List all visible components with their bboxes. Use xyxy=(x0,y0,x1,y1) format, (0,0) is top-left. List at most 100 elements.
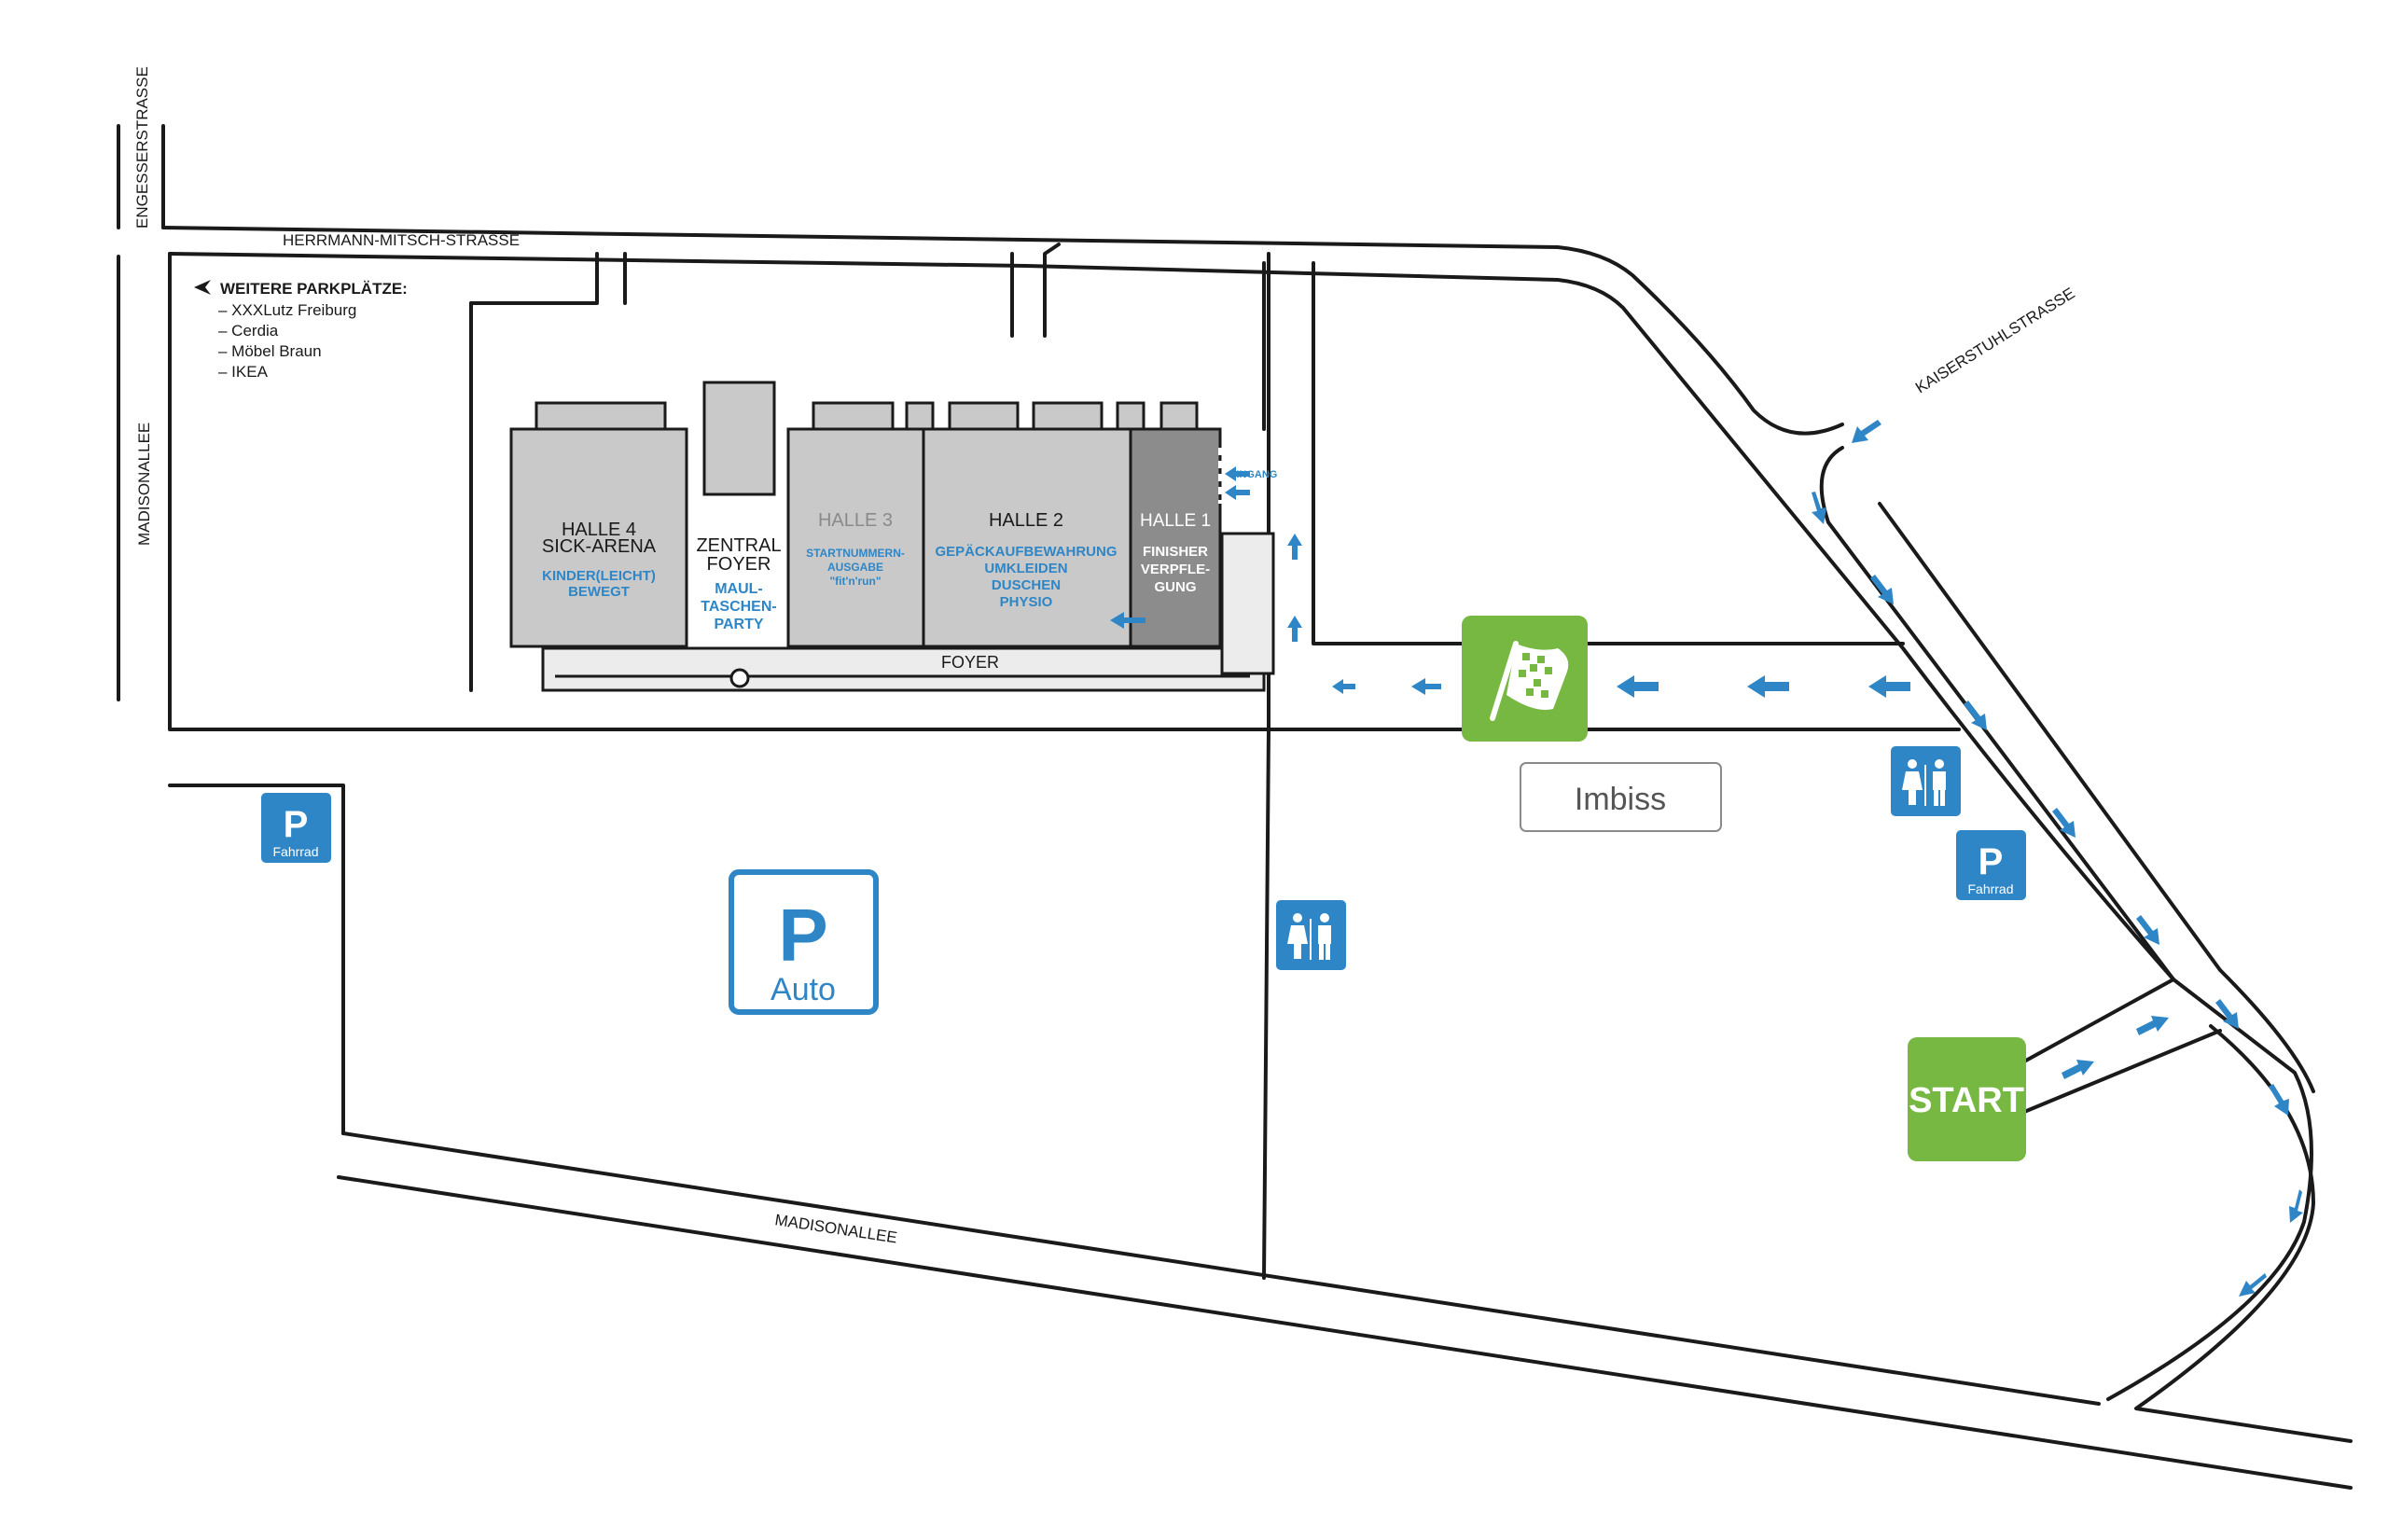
wc-sign-center xyxy=(1276,900,1346,970)
halle3-title: HALLE 3 xyxy=(818,510,893,531)
halle1 xyxy=(1129,427,1222,648)
arrow-down-left-icon xyxy=(2239,1273,2267,1297)
halle3-sub3: "fit'n'run" xyxy=(829,575,881,588)
parking-bike-right-label: Fahrrad xyxy=(1967,881,2013,896)
halle4-sub2: BEWEGT xyxy=(568,584,630,600)
arrow-up-right-icon xyxy=(2136,1016,2169,1035)
course-arrows xyxy=(1110,420,2303,1297)
arrow-left-icon xyxy=(1332,679,1355,694)
wc-center-icon xyxy=(1287,913,1331,960)
parking-bike-right-letter: P xyxy=(1978,841,2004,882)
wc-right-icon xyxy=(1902,759,1946,806)
start-sign: START xyxy=(1908,1037,2026,1161)
arrow-left-icon xyxy=(1411,678,1441,695)
wc-sign-right xyxy=(1891,746,1961,816)
start-sign-bg xyxy=(1908,1037,2026,1161)
zentral-tower xyxy=(702,381,776,496)
zentral-title2: FOYER xyxy=(707,554,771,575)
arrow-left-icon xyxy=(1868,675,1910,698)
halle1-sub2: VERPFLE- xyxy=(1141,562,1210,577)
arrow-up-right-icon xyxy=(2062,1060,2094,1079)
halle3-sub2: AUSGABE xyxy=(827,561,883,574)
parking-bike-left-letter: P xyxy=(284,804,309,845)
finish-sign xyxy=(1462,616,1588,742)
zentral-sub2: TASCHEN- xyxy=(701,599,776,615)
engesser-label: ENGESSERSTRASSE xyxy=(133,66,151,229)
parking-note-arrow-icon xyxy=(194,280,211,295)
parking-divider-line xyxy=(1262,728,1270,1280)
arrow-down-right-icon xyxy=(2052,808,2076,838)
halle4-sub1: KINDER(LEICHT) xyxy=(542,568,656,584)
arrow-left-icon xyxy=(1225,485,1250,500)
halle2-sub4: PHYSIO xyxy=(1000,594,1053,610)
parking-auto-label: Auto xyxy=(771,972,836,1007)
venue-block-outline xyxy=(168,252,1270,731)
halle2-annex-small xyxy=(1116,401,1145,431)
parking-auto-sign: P Auto xyxy=(729,869,879,1015)
parking-note-item: – Cerdia xyxy=(218,322,279,340)
halle3-annex-small xyxy=(905,401,935,431)
parking-note: WEITERE PARKPLÄTZE: – XXXLutz Freiburg –… xyxy=(194,280,408,381)
foyer-label: FOYER xyxy=(941,653,999,672)
imbiss-frame xyxy=(1520,762,1722,832)
halle2-sub1: GEPÄCKAUFBEWAHRUNG xyxy=(936,544,1118,560)
arrow-up-icon xyxy=(1287,534,1302,560)
arrow-left-icon xyxy=(1110,612,1145,629)
parking-bike-sign-left: P Fahrrad xyxy=(261,793,331,863)
arrow-down-right-icon xyxy=(2136,915,2159,945)
arrow-down-left-icon xyxy=(1852,420,1881,443)
parking-note-item: – IKEA xyxy=(218,363,269,381)
finish-area-outline xyxy=(1312,261,1905,645)
arrow-down-right-icon xyxy=(2215,999,2239,1029)
parking-bike-sign-right: P Fahrrad xyxy=(1956,830,2026,900)
halle1-sub3: GUNG xyxy=(1155,579,1197,595)
halle2 xyxy=(922,427,1132,648)
foyer-strip xyxy=(541,646,1266,692)
start-lane-lower xyxy=(2022,1029,2222,1114)
halle3 xyxy=(786,427,925,648)
imbiss-sign: Imbiss xyxy=(1520,762,1722,832)
kaiserstuhl-label: KAISERSTUHLSTRASSE xyxy=(1912,284,2078,397)
parking-auto-frame xyxy=(729,869,879,1015)
arrow-up-icon xyxy=(1287,616,1302,642)
halle3-sub1: STARTNUMMERN- xyxy=(806,547,905,560)
street-lines xyxy=(117,124,2353,1490)
hall-labels: HALLE 4 SICK-ARENA KINDER(LEICHT) BEWEGT… xyxy=(542,469,1277,672)
checkered-flag-icon xyxy=(1490,641,1569,721)
halle4 xyxy=(509,427,688,648)
halle1-annex xyxy=(1220,532,1275,675)
halle1-title: HALLE 1 xyxy=(1140,511,1211,531)
halle3-annex xyxy=(812,401,895,431)
zentral-sub3: PARTY xyxy=(714,617,763,632)
halle2-sub3: DUSCHEN xyxy=(992,577,1061,593)
arrow-left-icon xyxy=(1225,466,1250,481)
herrmann-label: HERRMANN-MITSCH-STRASSE xyxy=(283,231,520,249)
foyer-pillar xyxy=(729,668,750,688)
herrmann-inner-line xyxy=(168,252,2175,981)
parking-note-item: – Möbel Braun xyxy=(218,342,322,360)
parking-outline xyxy=(168,784,345,1135)
arrow-left-icon xyxy=(1617,675,1659,698)
arrow-down-icon xyxy=(2289,1189,2303,1223)
halle4-title1: HALLE 4 xyxy=(562,520,636,540)
imbiss-label: Imbiss xyxy=(1575,782,1666,817)
halle1-annex-top xyxy=(1159,401,1199,431)
madison-south-lower xyxy=(337,1175,2353,1490)
herrmann-outer-line xyxy=(161,226,1844,436)
east-loop-outer xyxy=(1819,446,2313,1401)
halle1-sub1: FINISHER xyxy=(1143,544,1208,560)
arrow-down-right-icon xyxy=(1870,575,1894,604)
site-line-top-4 xyxy=(1043,243,1061,338)
building xyxy=(509,381,1275,692)
start-lane-upper xyxy=(2022,978,2175,1063)
east-loop-inner xyxy=(1878,502,2315,1093)
arrow-down-icon xyxy=(1812,492,1826,524)
parking-note-item: – XXXLutz Freiburg xyxy=(218,301,356,319)
parking-note-title: WEITERE PARKPLÄTZE: xyxy=(220,280,408,298)
parking-bike-right-bg xyxy=(1956,830,2026,900)
halle2-annex-b xyxy=(1032,401,1104,431)
east-loop-bottom xyxy=(2134,1024,2353,1443)
halle2-annex-a xyxy=(948,401,1020,431)
